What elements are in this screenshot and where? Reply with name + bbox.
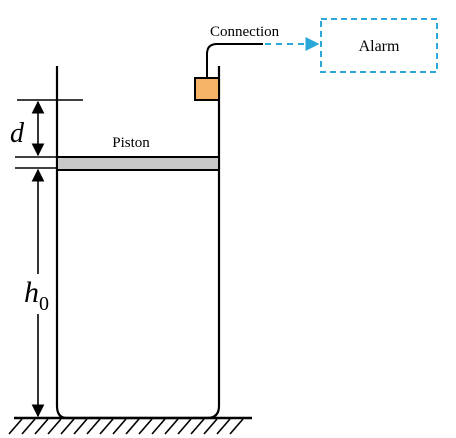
alarm-box: Alarm [320,18,438,73]
alarm-box-border [320,18,438,73]
ground-hatch-stroke [164,418,179,435]
ground-hatch-stroke [86,418,101,435]
h0-label-background [22,274,54,314]
ground-hatch-stroke [21,418,36,435]
ground-hatch-stroke [229,418,244,435]
ground-hatch-stroke [203,418,218,435]
cylinder-walls [55,66,221,420]
connection-label: Connection [210,24,280,40]
sensor-box-icon [194,77,220,101]
cylinder [55,66,221,420]
d-label: d [10,118,25,149]
ground-hatch-stroke [73,418,88,435]
h0-label: h0 [24,276,49,315]
ground-hatch-stroke [8,418,23,435]
piston: Piston [56,135,220,171]
h0-dimension: h0 [22,168,54,418]
ground-hatch-stroke [138,418,153,435]
ground-hatch-stroke [34,418,49,435]
connection-wire [206,43,263,78]
ground-hatch-stroke [216,418,231,435]
ground-hatch-stroke [99,418,114,435]
ground-hatch-stroke [177,418,192,435]
ground [8,416,252,435]
ground-hatch-stroke [60,418,75,435]
h0-label-main: h [24,276,39,309]
piston-label: Piston [112,135,150,151]
ground-hatch-stroke [112,418,127,435]
ground-hatch-stroke [125,418,140,435]
ground-hatch-icon [8,418,244,435]
ground-hatch-stroke [47,418,62,435]
alarm-label: Alarm [359,38,400,55]
piston-body [56,156,220,171]
h0-label-subscript: 0 [39,293,49,315]
d-dimension: d [10,100,45,157]
ground-hatch-stroke [151,418,166,435]
sensor-box [194,77,220,101]
ground-hatch-stroke [190,418,205,435]
